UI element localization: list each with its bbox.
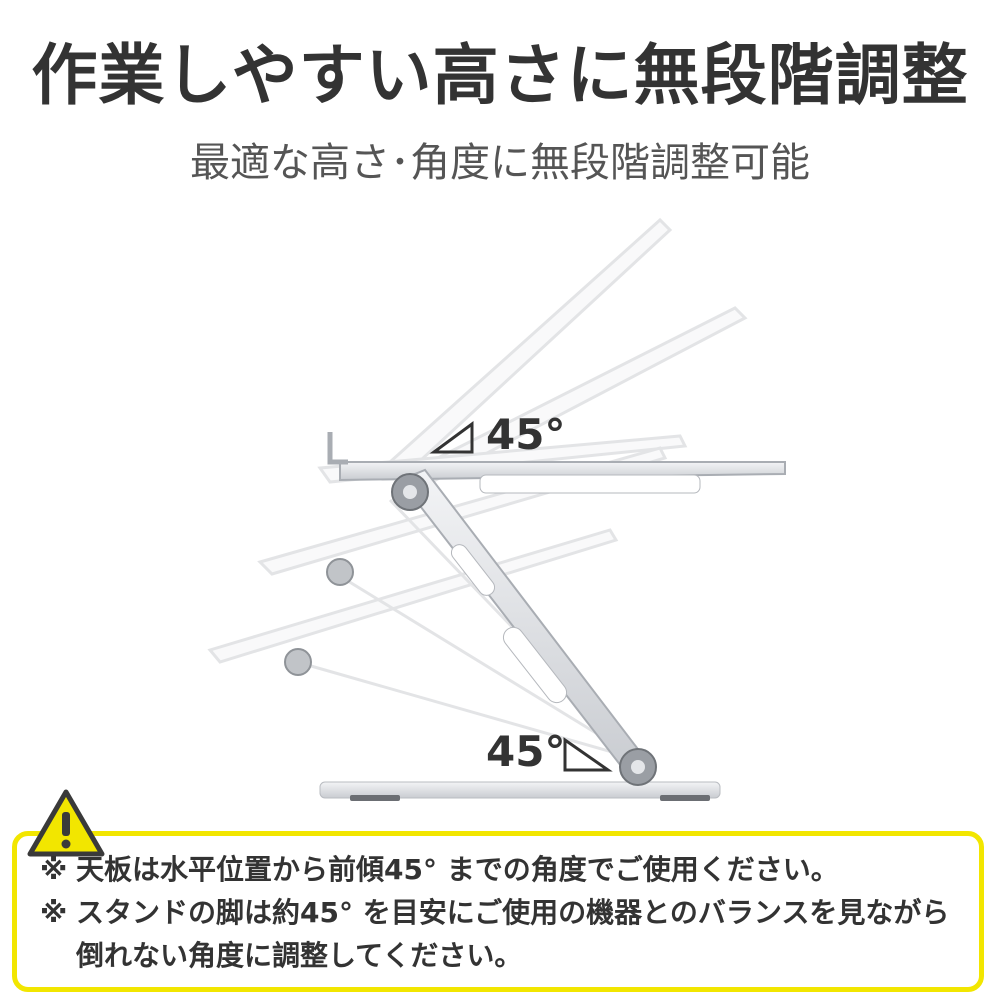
warning-note-1: ※天板は水平位置から前傾45° までの角度でご使用ください。 bbox=[40, 850, 839, 890]
page-subtitle: 最適な高さ･角度に無段階調整可能 bbox=[190, 140, 810, 186]
top-angle-label: 45° bbox=[486, 410, 566, 459]
note-text: スタンドの脚は約45° を目安にご使用の機器とのバランスを見ながら bbox=[76, 896, 950, 929]
note-mark: ※ bbox=[40, 896, 68, 929]
page-title: 作業しやすい高さに無段階調整 bbox=[31, 37, 969, 114]
note-mark: ※ bbox=[40, 853, 68, 886]
laptop-stand-illustration bbox=[207, 217, 786, 801]
warning-box bbox=[12, 831, 984, 992]
bottom-angle-label: 45° bbox=[486, 727, 566, 776]
warning-note-2-continued: 倒れない角度に調整してください。 bbox=[40, 936, 522, 976]
warning-triangle-icon bbox=[27, 789, 105, 857]
note-text: 天板は水平位置から前傾45° までの角度でご使用ください。 bbox=[76, 853, 839, 886]
warning-note-2: ※スタンドの脚は約45° を目安にご使用の機器とのバランスを見ながら bbox=[40, 893, 949, 933]
note-text: 倒れない角度に調整してください。 bbox=[76, 939, 523, 972]
